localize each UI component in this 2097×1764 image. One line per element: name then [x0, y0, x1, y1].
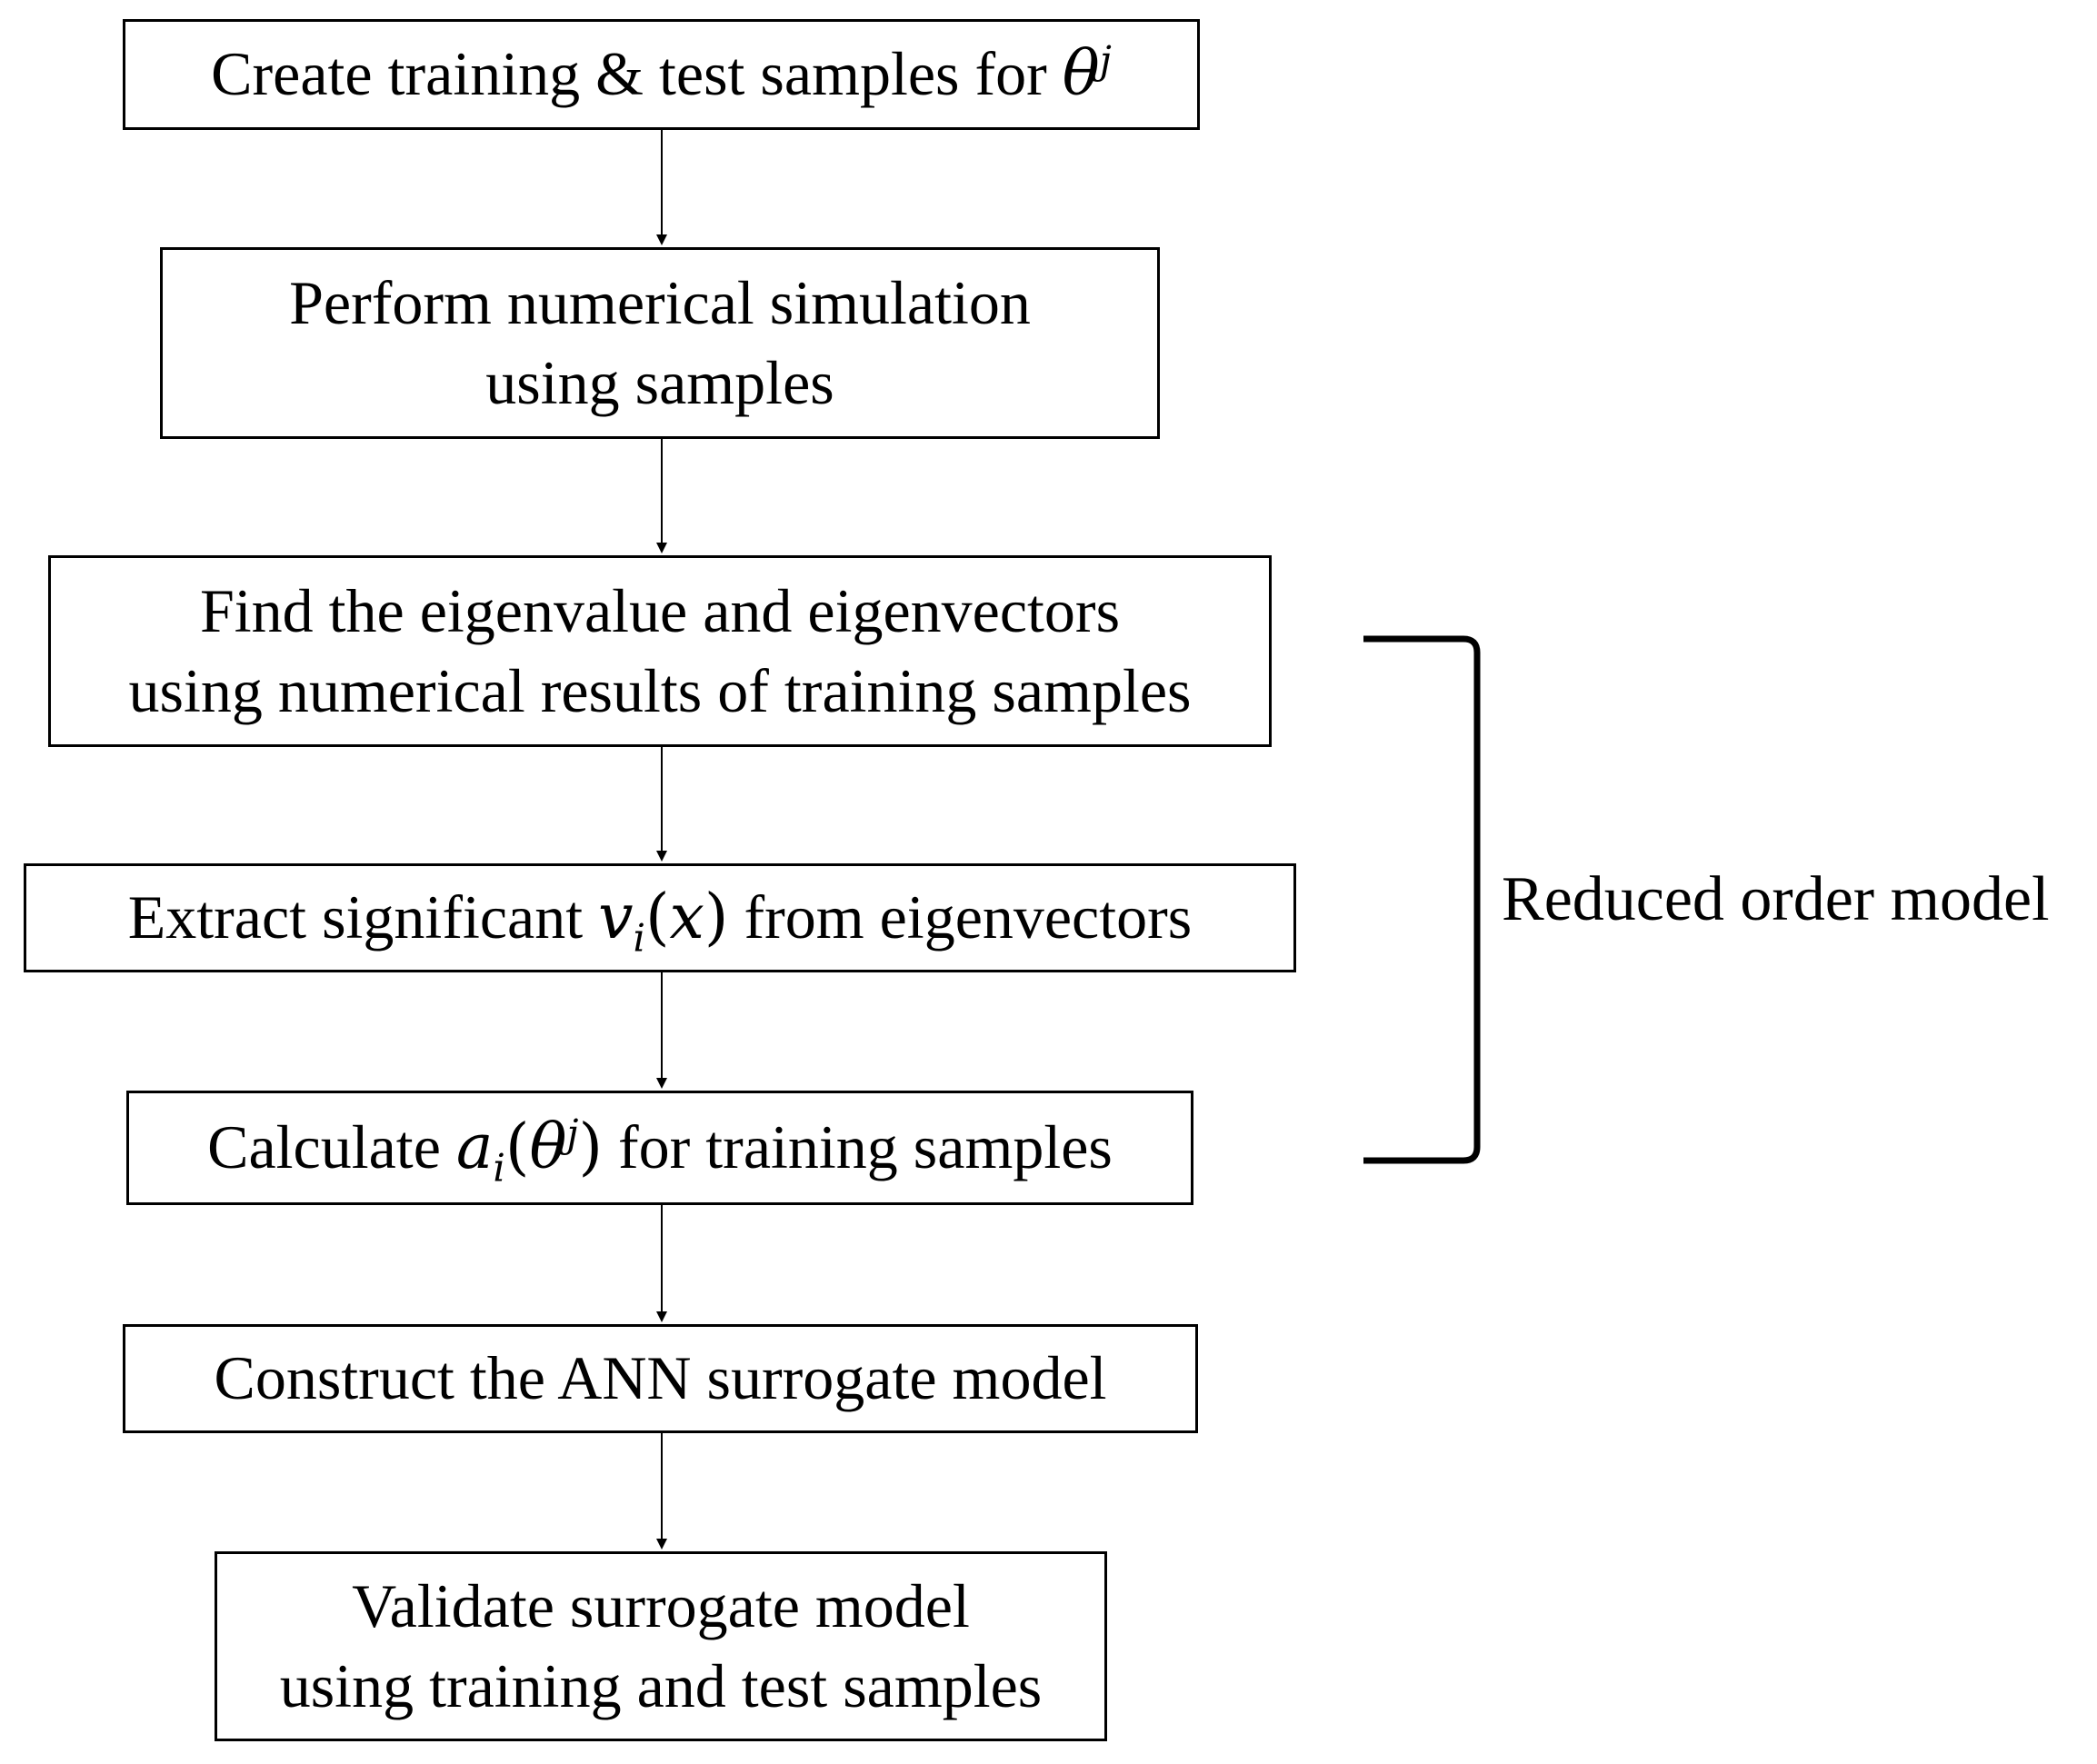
index-j-superscript: j [1099, 37, 1112, 83]
left-paren: ( [504, 1111, 530, 1184]
step-numerical-simulation: Perform numerical simulation using sampl… [160, 247, 1160, 439]
step-extract-significant: Extract significant vi(x) from eigenvect… [24, 863, 1296, 972]
step-simulation-line-2: using samples [485, 347, 834, 417]
reduced-order-bracket [1363, 635, 1481, 1164]
step-eigen-line-1: Find the eigenvalue and eigenvectors [199, 576, 1121, 646]
step-calculate-pre: Calculate [207, 1112, 456, 1182]
v-symbol: v [598, 882, 634, 954]
step-calculate-coefficients: Calculate ai(θj) for training samples [126, 1091, 1193, 1205]
right-paren: ) [704, 882, 729, 954]
step-create-label: Create training & test samples for [211, 39, 1063, 109]
index-i-subscript: i [493, 1146, 505, 1191]
step-create-samples: Create training & test samples for θj [123, 19, 1200, 130]
step-validate-line-1: Validate surrogate model [352, 1571, 970, 1641]
step-calculate-post: for training samples [603, 1112, 1113, 1182]
right-paren: ) [578, 1111, 603, 1184]
theta-symbol: θ [529, 1111, 567, 1184]
step-calculate-text: Calculate ai(θj) for training samples [207, 1108, 1113, 1187]
step-construct-text: Construct the ANN surrogate model [214, 1343, 1107, 1413]
step-create-samples-text: Create training & test samples for θj [211, 35, 1112, 114]
index-i-subscript: i [633, 916, 646, 962]
step-simulation-line-1: Perform numerical simulation [289, 268, 1031, 338]
step-extract-pre: Extract significant [127, 882, 599, 952]
step-eigen-line-2: using numerical results of training samp… [128, 655, 1192, 725]
step-validate-model: Validate surrogate model using training … [215, 1551, 1107, 1741]
step-construct-ann: Construct the ANN surrogate model [123, 1324, 1198, 1433]
left-paren: ( [645, 882, 670, 954]
step-find-eigen: Find the eigenvalue and eigenvectors usi… [48, 555, 1272, 747]
step-extract-text: Extract significant vi(x) from eigenvect… [128, 878, 1193, 957]
step-validate-line-2: using training and test samples [279, 1650, 1043, 1720]
index-j-superscript: j [566, 1111, 579, 1156]
a-symbol: a [455, 1111, 494, 1184]
step-extract-post: from eigenvectors [728, 882, 1193, 952]
x-symbol: x [669, 882, 704, 954]
theta-symbol: θ [1062, 38, 1100, 111]
reduced-order-model-label: Reduced order model [1502, 864, 2050, 934]
